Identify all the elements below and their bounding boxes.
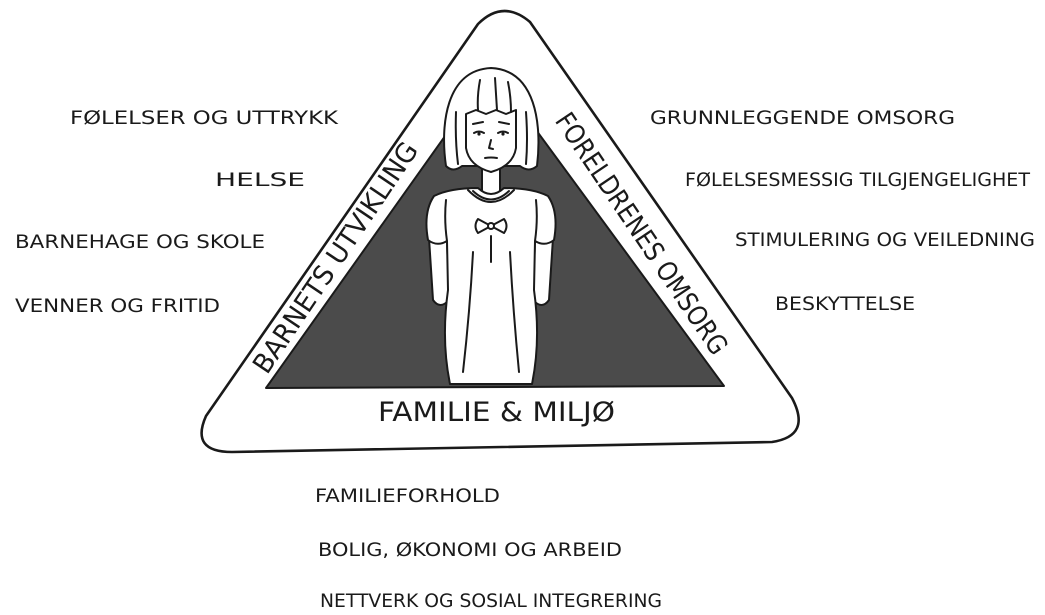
girl-left-arm bbox=[428, 237, 450, 306]
girl-collar bbox=[467, 189, 515, 203]
girl-eyebrows bbox=[472, 121, 510, 125]
right-item: STIMULERING OG VEILEDNING bbox=[735, 229, 1035, 251]
girl-illustration bbox=[425, 67, 557, 385]
girl-right-arm bbox=[532, 237, 554, 306]
bottom-item: NETTVERK OG SOSIAL INTEGRERING bbox=[320, 590, 662, 612]
girl-left-pupil bbox=[477, 132, 481, 136]
left-item: HELSE bbox=[215, 169, 305, 191]
girl-nose bbox=[488, 139, 494, 150]
outer-triangle bbox=[200, 9, 800, 454]
bottom-item: FAMILIEFORHOLD bbox=[315, 485, 500, 507]
right-item: FØLELSESMESSIG TILGJENGELIGHET bbox=[685, 169, 1030, 191]
right-item: BESKYTTELSE bbox=[775, 293, 915, 315]
left-item: FØLELSER OG UTTRYKK bbox=[70, 107, 339, 129]
bow-icon bbox=[474, 218, 508, 234]
girl-sleeve-seams bbox=[444, 199, 538, 242]
bottom-side-label: FAMILIE & MILJØ bbox=[378, 397, 615, 428]
girl-dress-folds bbox=[462, 235, 520, 373]
girl-hair-strands bbox=[454, 77, 528, 165]
bottom-item: BOLIG, ØKONOMI OG ARBEID bbox=[318, 539, 622, 561]
girl-dress bbox=[425, 187, 557, 385]
right-item: GRUNNLEGGENDE OMSORG bbox=[650, 107, 955, 129]
girl-eyes bbox=[473, 130, 509, 134]
girl-right-pupil bbox=[501, 132, 505, 136]
girl-mouth bbox=[484, 156, 498, 159]
left-item: BARNEHAGE OG SKOLE bbox=[15, 231, 265, 253]
left-item: VENNER OG FRITID bbox=[15, 295, 220, 317]
